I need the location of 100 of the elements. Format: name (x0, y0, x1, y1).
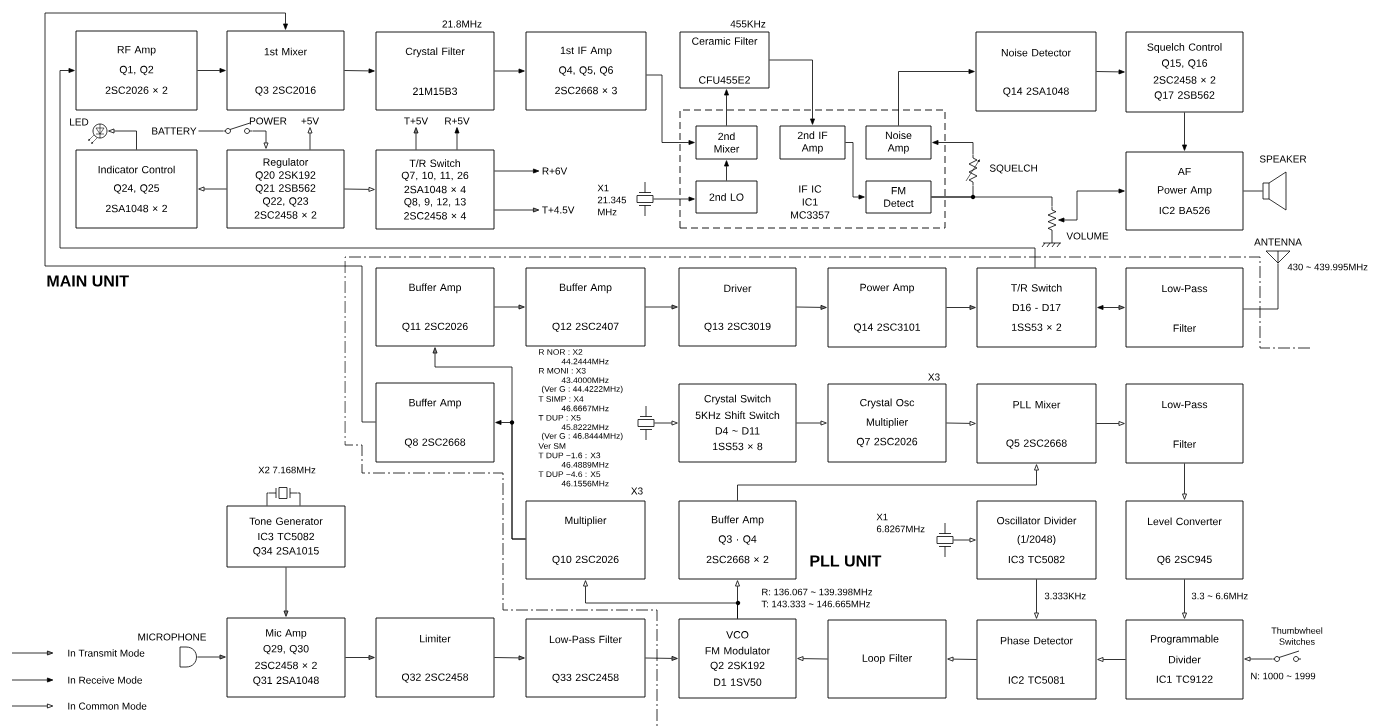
component-label: POWER (249, 117, 287, 125)
range-label: N: 1000 ~ 1999 (1251, 672, 1316, 680)
signal-arrow (108, 128, 137, 150)
signal-arrow (252, 130, 269, 149)
function-block: Limiter Q32 2SC2458 (375, 617, 495, 698)
signal-arrow (345, 655, 375, 660)
speaker-symbol (1262, 171, 1287, 211)
signal-arrow (494, 655, 525, 661)
function-block: Low-Pass Filter (1125, 383, 1244, 464)
signal-arrow (44, 12, 376, 423)
multiplier-label: X3 (631, 487, 643, 495)
signal-arrow (494, 168, 540, 174)
function-block: 2nd IF Amp (779, 125, 846, 160)
signal-arrow (1182, 579, 1187, 619)
function-block: Buffer Amp Q8 2SC2668 (375, 382, 495, 463)
component-label: SQUELCH (989, 164, 1037, 174)
signal-arrow (898, 69, 975, 126)
terminal-label: BATTERY (152, 127, 197, 135)
function-block: Buffer Amp Q11 2SC2026 (375, 267, 495, 347)
signal-arrow (454, 127, 460, 150)
signal-arrow (413, 127, 419, 150)
function-block: Phase Detector IC2 TC5081 (976, 619, 1097, 700)
signal-arrow (1097, 305, 1125, 310)
signal-arrow (432, 347, 526, 540)
function-block: Low-Pass Filter (1125, 267, 1244, 348)
function-block: Oscillator Divider (1/2048) IC3 TC5082 (976, 500, 1097, 580)
function-block: Crystal Osc Multiplier Q7 2SC2026 (827, 383, 947, 463)
legend-label: In Transmit Mode (68, 649, 145, 657)
crystal-frequency-text: (Ver G : 44.4222MHz) (541, 385, 623, 394)
voltage-label: T+4.5V (542, 206, 575, 214)
crystal-symbol (636, 181, 654, 217)
signal-arrow (1097, 657, 1126, 662)
signal-arrow (197, 654, 226, 660)
crystal-frequency-text: T DUP : X5 (538, 415, 581, 421)
signal-arrow (724, 160, 729, 181)
crystal-frequency-text: (Ver G : 46.8444MHz) (541, 432, 623, 441)
signal-arrow (953, 537, 976, 543)
crystal-label: X2 7.168MHz (258, 466, 316, 474)
crystal-frequency-text: T DUP −1.6 : X3 (538, 452, 601, 459)
signal-arrow (494, 207, 540, 213)
function-block: Buffer Amp Q3 · Q4 2SC2668 × 2 (678, 500, 797, 580)
legend-label: In Receive Mode (68, 676, 142, 684)
function-block: T/R Switch Q7, 10, 11, 26 2SA1048 × 4 Q8, 9, 12, 13 2SC2458 × 4 (375, 149, 495, 230)
signal-arrow (645, 655, 678, 661)
function-block: RF Amp Q1, Q2 2SC2026 × 2 (75, 30, 198, 111)
function-block: Regulator Q20 2SK192 Q21 2SB562 Q22, Q23 2SC2458 × 2 (226, 149, 345, 229)
signal-arrow (737, 464, 1039, 501)
function-block: Level Converter Q6 2SC945 (1125, 500, 1244, 580)
signal-arrow (583, 580, 738, 619)
function-block: 2nd LO (695, 180, 758, 214)
function-block: Multiplier Q10 2SC2026 (525, 500, 646, 580)
signal-arrow (797, 656, 828, 662)
signal-arrow (344, 68, 375, 74)
function-block: Indicator Control Q24, Q25 2SA1048 × 2 (75, 149, 198, 229)
switch-symbol (1272, 650, 1302, 662)
signal-arrow (283, 567, 289, 617)
edge-label: 3.3 ~ 6.6MHz (1190, 591, 1250, 601)
microphone-symbol (179, 646, 197, 668)
function-block: Tone Generator IC3 TC5082 Q34 2SA1015 (226, 505, 346, 568)
crystal-frequency-text: T SIMP : X4 (538, 396, 584, 402)
unit-title: MAIN UNIT (47, 275, 129, 287)
crystal-frequency-text: R NOR : X2 (539, 349, 583, 355)
potentiometer-symbol (1047, 206, 1057, 234)
crystal-frequency-text: 46.1556MHz (561, 480, 609, 487)
voltage-label: R+5V (445, 117, 470, 125)
signal-arrow (947, 656, 977, 662)
function-block: PLL Mixer Q5 2SC2668 (976, 383, 1097, 464)
function-block: VCO FM Modulator Q2 2SK192 D1 1SV50 (678, 618, 797, 699)
signal-arrow (796, 420, 827, 426)
crystal-label: X1 21.345 MHz (597, 184, 627, 216)
multiplier-label: X3 (928, 373, 940, 381)
function-block: Ceramic Filter CFU455E2 (679, 31, 770, 89)
function-block: FM Detect (865, 180, 932, 214)
connection-line (297, 492, 301, 506)
function-block: Programmable Divider IC1 TC9122 (1125, 619, 1244, 700)
function-block: Power Amp Q14 2SC3101 (827, 267, 947, 348)
component-label: VOLUME (1066, 232, 1109, 240)
component-label: SPEAKER (1259, 155, 1307, 163)
signal-arrow (932, 140, 974, 155)
voltage-label: R+6V (542, 167, 568, 175)
frequency-label: R: 136.067 ~ 139.398MHz (762, 588, 873, 596)
function-block: T/R Switch D16 - D17 1SS53 × 2 (976, 267, 1097, 348)
frequency-label: 430 ~ 439.995MHz (1287, 263, 1368, 271)
connection-line (1243, 190, 1263, 192)
crystal-frequency-text: 45.8222MHz (561, 424, 609, 431)
component-label: Thumbwheel Switches (1271, 627, 1323, 645)
function-block: Crystal Filter 21M15B3 (375, 31, 495, 111)
function-block: Noise Amp (865, 125, 932, 160)
signal-arrow (1182, 463, 1187, 500)
frequency-label: 455KHz (730, 20, 766, 28)
signal-arrow (646, 74, 695, 145)
signal-arrow (1096, 421, 1125, 426)
signal-arrow (654, 420, 678, 426)
signal-arrow (796, 304, 827, 310)
signal-arrow (1096, 69, 1125, 75)
signal-arrow (494, 68, 525, 74)
signal-arrow (197, 68, 226, 73)
function-block: Crystal Switch 5KHz Shift Switch D4 ~ D11 1SS53 × 8 (678, 383, 797, 463)
signal-arrow (845, 142, 865, 200)
crystal-label: X1 6.8267MHz (876, 513, 925, 533)
